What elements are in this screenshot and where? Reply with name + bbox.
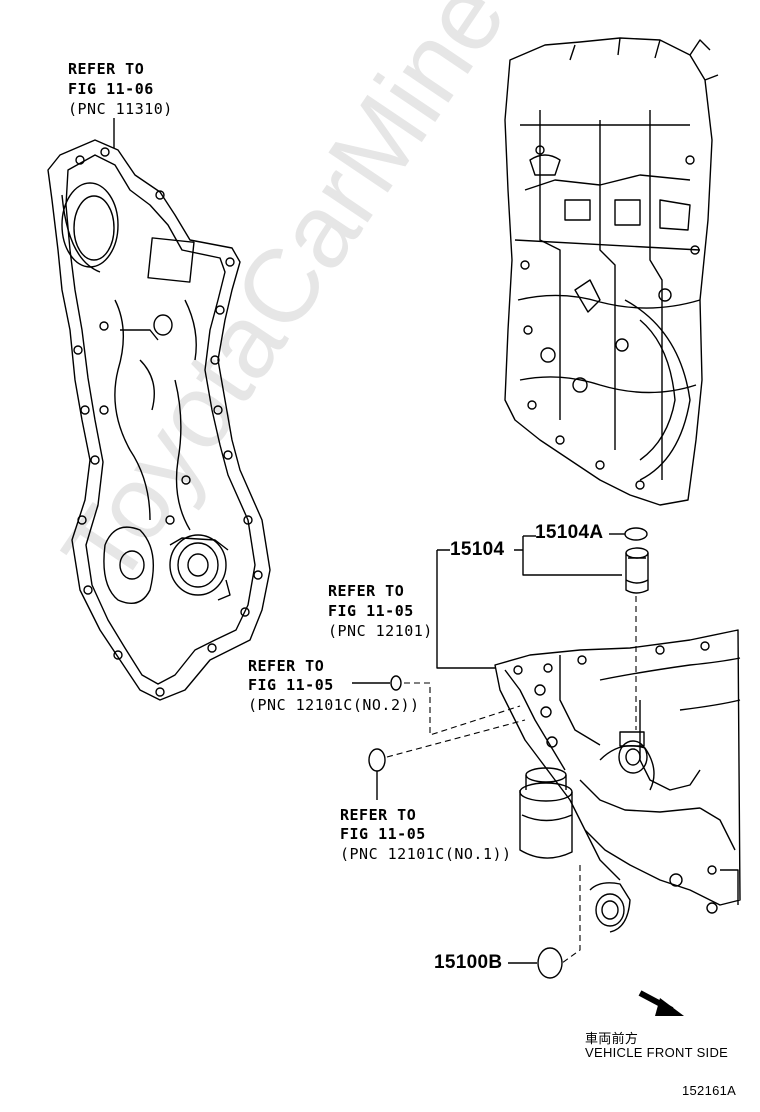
part-number-15104[interactable]: 15104 [450, 539, 505, 560]
direction-label-english: VEHICLE FRONT SIDE [585, 1045, 729, 1060]
part-number-15104a[interactable]: 15104A [535, 522, 604, 543]
oil-pan-drawing [494, 629, 741, 933]
callout-fig1105b-pnc: (PNC 12101C(NO.2)) [248, 696, 420, 714]
part-number-15100b[interactable]: 15100B [434, 952, 503, 973]
strainer-15104 [625, 547, 649, 594]
engine-block-drawing [504, 37, 719, 506]
callout-fig1105c-title: REFER TO [340, 806, 417, 824]
timing-chain-cover-drawing [47, 139, 271, 701]
callout-fig1105a-pnc: (PNC 12101) [328, 622, 433, 640]
callout-fig1105b-title: REFER TO [248, 657, 325, 675]
callout-fig1105c-fig: FIG 11-05 [340, 825, 426, 843]
direction-label-japanese: 車両前方 [585, 1031, 639, 1046]
callout-fig1105b-fig: FIG 11-05 [248, 676, 334, 694]
callout-fig1105c-pnc: (PNC 12101C(NO.1)) [340, 845, 512, 863]
callout-fig1106-title: REFER TO [68, 60, 145, 78]
o-ring-15104a [624, 527, 648, 541]
callout-fig1106-fig: FIG 11-06 [68, 80, 154, 98]
figure-number: 152161A [682, 1083, 737, 1098]
callout-fig1105a-fig: FIG 11-05 [328, 602, 414, 620]
callout-fig1106-pnc: (PNC 11310) [68, 100, 173, 118]
callout-fig1105a-title: REFER TO [328, 582, 405, 600]
front-direction-arrow [638, 990, 684, 1016]
